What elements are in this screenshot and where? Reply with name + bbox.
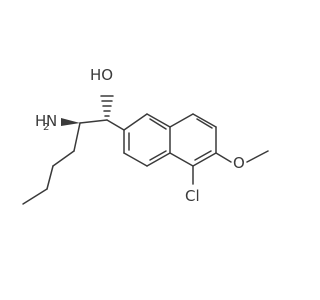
- bond-ring-b-inner-2: [194, 150, 212, 161]
- structure-drawing: HO H N 2 Cl O: [22, 66, 269, 205]
- bond-ring-a5: [146, 113, 171, 128]
- bond-c1-c2: [79, 119, 108, 124]
- bond-oxygen-methyl: [246, 150, 269, 163]
- bond-ring-a6: [123, 113, 148, 131]
- chlorine-label: Cl: [185, 187, 200, 205]
- bond-ring-b2: [192, 113, 217, 128]
- bond-ring-b4: [192, 152, 217, 167]
- amine-subscript: 2: [43, 122, 49, 133]
- bond-c1-ring: [106, 119, 125, 131]
- bond-ring-oxygen: [215, 152, 232, 163]
- bond-ring-b-inner-1: [196, 118, 213, 129]
- wedge-bond-amine: [61, 118, 80, 126]
- hash-bond-hydroxyl: [100, 95, 114, 117]
- ether-oxygen-label: O: [233, 154, 245, 172]
- bond-c5-c6: [22, 188, 48, 205]
- hydroxyl-label: HO: [90, 66, 113, 84]
- bond-ring-b1: [169, 113, 194, 128]
- bond-ring-a-inner-2: [149, 150, 167, 161]
- amine-n-label: N: [46, 112, 57, 130]
- bond-ring-a-inner-3: [149, 118, 167, 130]
- bond-c4-c5: [46, 165, 54, 190]
- amine-h-label: H: [35, 112, 46, 130]
- molecule-canvas: HO H N 2 Cl O: [22, 66, 269, 205]
- bond-ring-b5: [169, 152, 194, 167]
- bond-ring-a3: [146, 152, 171, 167]
- bond-c2-c3: [73, 122, 81, 152]
- bond-ring-a2: [123, 152, 148, 167]
- bond-c3-c4: [52, 150, 75, 167]
